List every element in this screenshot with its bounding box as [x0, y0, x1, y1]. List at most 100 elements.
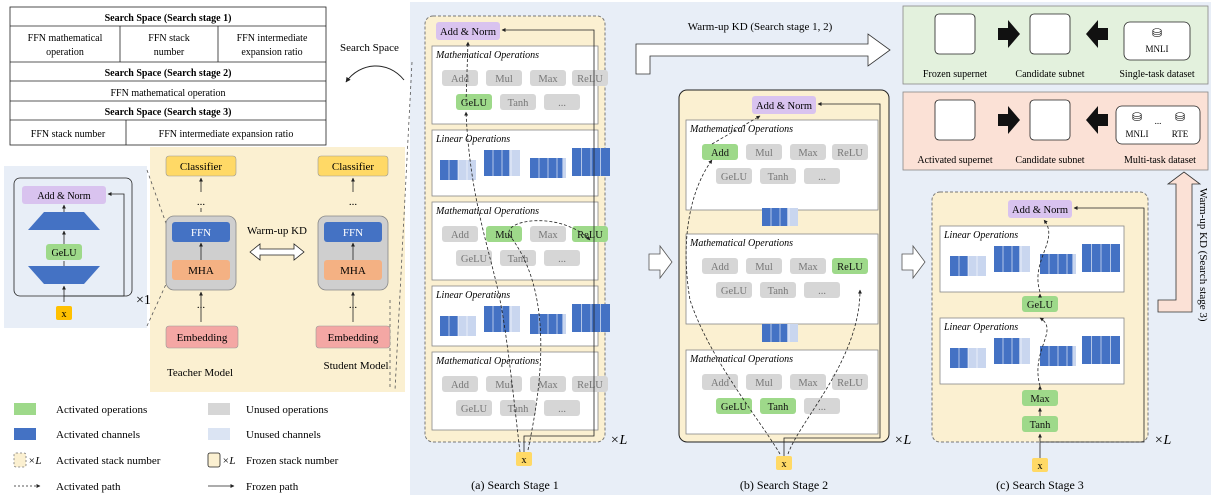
- s1-math1-op-mul: Mul: [495, 74, 513, 85]
- s3-input-box: [1032, 458, 1048, 472]
- s2-math3-op2-tanh-box: [760, 398, 796, 414]
- student-ffn: [324, 222, 382, 242]
- activated-supernet-icon: [934, 99, 976, 141]
- s2-path-c: [711, 115, 761, 145]
- search-space-label: Search Space: [340, 42, 399, 54]
- s3-tanh-box: [1022, 416, 1058, 432]
- s3-frozen-skip: [1040, 206, 1145, 443]
- s1-math1-op2-gelu: GeLU: [461, 98, 488, 109]
- s1-math2-op2-gelu: GeLU: [461, 254, 488, 265]
- s2-math2-op-max-box: [790, 258, 826, 274]
- panel1-right: Single-task dataset: [1119, 69, 1194, 80]
- s1-lin2-title: Linear Operations: [435, 290, 510, 301]
- s1-math1-op-relu: ReLU: [577, 74, 603, 85]
- zoom-line: [394, 61, 413, 391]
- s2-math2-op-add: Add: [711, 262, 730, 273]
- s2-path-b: [787, 289, 862, 455]
- s1-math3-op-relu-box: [572, 376, 608, 392]
- s2-add-norm-box: [752, 96, 816, 114]
- student-classifier: [317, 155, 389, 177]
- stage3-repeat: ×L: [1154, 433, 1171, 448]
- s1-math2-op-relu-box: [572, 226, 608, 242]
- legend-unused-ops: Unused operations: [246, 404, 328, 416]
- teacher-mha-label: MHA: [188, 265, 214, 277]
- s2-ch-b: [762, 324, 788, 342]
- s1-math2-op2-tanh: Tanh: [508, 254, 530, 265]
- s3-path-b: [1037, 219, 1050, 293]
- s1-math1-op2-tanh-box: [500, 94, 536, 110]
- s1-lin1-ch2: [484, 150, 510, 176]
- s2-math1-op-max-box: [790, 144, 826, 160]
- kd-side-arrow: [1157, 171, 1202, 313]
- panel1-arrow-left: [1086, 20, 1108, 48]
- s1-math2-op-mul-box: [486, 226, 522, 242]
- s2-math2-op-mul-box: [746, 258, 782, 274]
- panel-multi-task-content: Activated supernet Candidate subnet ⛁ ⛁ …: [917, 99, 1201, 166]
- stage1-repeat: ×L: [610, 433, 627, 448]
- s3-lin2-ch2: [994, 338, 1020, 364]
- s1-math2-op2-etc-box: [544, 250, 580, 266]
- s2-math1-op2-tanh: Tanh: [768, 172, 790, 183]
- s2-math3-op-max: Max: [798, 378, 818, 389]
- panel1-left: Frozen supernet: [923, 69, 987, 80]
- panel1-db: MNLI: [1146, 44, 1169, 54]
- s3-lin1-title: Linear Operations: [943, 230, 1018, 241]
- table-stage1-cell-1: FFN mathematical: [28, 33, 103, 44]
- s1-frozen-skip: [501, 28, 595, 452]
- teacher-classifier: [165, 155, 237, 177]
- s3-lin2-ch3: [1040, 346, 1073, 366]
- table-stage3-header: Search Space (Search stage 3): [105, 107, 232, 118]
- single-dataset-box: [1123, 21, 1191, 61]
- s1-math1-op-add-box: [442, 70, 478, 86]
- s1-input-box: [516, 452, 532, 466]
- s3-gelu-box: [1022, 296, 1058, 312]
- s2-math1-op2-tanh-box: [760, 168, 796, 184]
- s1-path-b: [508, 220, 591, 451]
- search-space-arrow: [345, 65, 405, 83]
- table-stage1-header: Search Space (Search stage 1): [105, 13, 232, 24]
- legend-activated-path: Activated path: [56, 481, 121, 493]
- s3-add-norm-box: [1008, 200, 1072, 218]
- legend-swatch-unused-channels: [208, 428, 230, 440]
- s1-math2-op2-tanh-box: [500, 250, 536, 266]
- s1-math1-op-max: Max: [538, 74, 558, 85]
- warmup-kd-double-arrow: [249, 243, 305, 261]
- teacher-classifier-label: Classifier: [180, 161, 222, 173]
- s2-input-box: [776, 456, 792, 470]
- teacher-embedding-label: Embedding: [177, 332, 228, 344]
- candidate-subnet-icon-1: [1029, 13, 1071, 55]
- s2-math2-op-add-box: [702, 258, 738, 274]
- s1-math3-op-mul: Mul: [495, 380, 513, 391]
- panel2-arrow-left: [1086, 106, 1108, 134]
- panel1-arrow-right: [998, 20, 1020, 48]
- s3-lin1-ch3: [1040, 254, 1073, 274]
- teacher-caption: Teacher Model: [167, 367, 233, 379]
- s1-path-a: [464, 111, 521, 453]
- s1-math3-op-relu: ReLU: [577, 380, 603, 391]
- legend-swatch-frozen-stack: [207, 452, 221, 468]
- stage2-repeat: ×L: [894, 433, 911, 448]
- s1-lin2-ch3: [530, 314, 563, 334]
- s2-math2-op2-tanh-box: [760, 282, 796, 298]
- s1-math3-op-max: Max: [538, 380, 558, 391]
- candidate-subnet-icon-2: [1029, 99, 1071, 141]
- panel2-db-dots: ...: [1155, 116, 1162, 126]
- s1-math1-op-relu-box: [572, 70, 608, 86]
- student-embedding: [315, 325, 391, 349]
- table-stage2-cell: FFN mathematical operation: [111, 88, 226, 99]
- legend-activated-stack: Activated stack number: [56, 455, 161, 467]
- legend-frozen-stack: Frozen stack number: [246, 455, 339, 467]
- ffn-shrink-shape: [28, 266, 100, 284]
- table-stage1-cell-3b: expansion ratio: [241, 47, 302, 58]
- s1-math1-title: Mathematical Operations: [435, 50, 539, 61]
- s1-math3-op-mul-box: [486, 376, 522, 392]
- panel2-mid: Candidate subnet: [1015, 155, 1084, 166]
- s2-math2-op2-tanh: Tanh: [768, 286, 790, 297]
- s2-math1-op2-gelu-box: [716, 168, 752, 184]
- s2-math1-op2-etc: ...: [818, 172, 826, 183]
- s1-path-c: [465, 41, 470, 103]
- zoom-line-ffn-2: [146, 281, 168, 327]
- legend-activated-ops: Activated operations: [56, 404, 147, 416]
- s2-math2-op2-gelu-box: [716, 282, 752, 298]
- s1-math3-op2-gelu: GeLU: [461, 404, 488, 415]
